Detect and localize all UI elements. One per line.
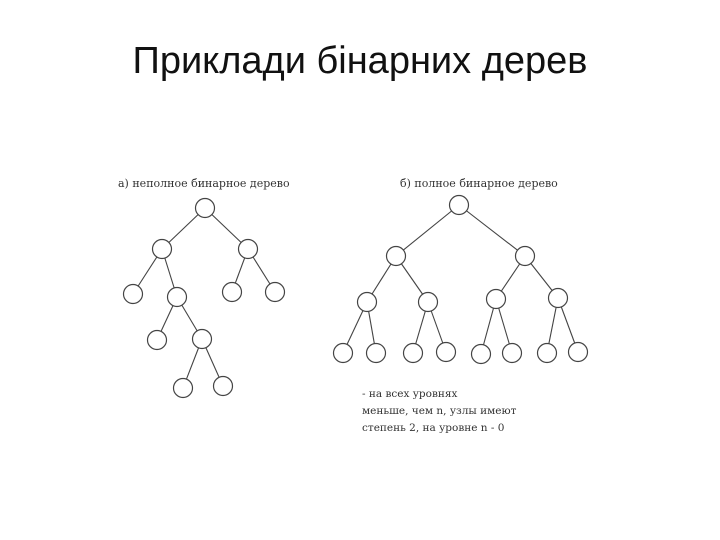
tree-node bbox=[356, 291, 378, 313]
tree-node bbox=[435, 341, 457, 363]
tree-node bbox=[385, 245, 407, 267]
tree-node bbox=[567, 341, 589, 363]
tree-edge bbox=[458, 204, 526, 257]
tree-node bbox=[536, 342, 558, 364]
tree-b-note-line-1: - на всех уровнях bbox=[362, 388, 458, 400]
tree-b bbox=[332, 194, 589, 365]
tree-node bbox=[365, 342, 387, 364]
tree-node bbox=[237, 238, 259, 260]
tree-node bbox=[485, 288, 507, 310]
tree-node bbox=[191, 328, 213, 350]
tree-a bbox=[122, 197, 286, 399]
tree-node bbox=[166, 286, 188, 308]
tree-node bbox=[146, 329, 168, 351]
tree-b-note-line-2: меньше, чем n, узлы имеют bbox=[362, 405, 517, 417]
tree-edge bbox=[395, 204, 460, 257]
tree-node bbox=[332, 342, 354, 364]
tree-a-caption: а) неполное бинарное дерево bbox=[118, 177, 290, 190]
tree-node bbox=[501, 342, 523, 364]
tree-node bbox=[264, 281, 286, 303]
tree-node bbox=[402, 342, 424, 364]
tree-node bbox=[212, 375, 234, 397]
tree-node bbox=[172, 377, 194, 399]
tree-node bbox=[122, 283, 144, 305]
tree-node bbox=[194, 197, 216, 219]
tree-node bbox=[151, 238, 173, 260]
tree-node bbox=[417, 291, 439, 313]
tree-node bbox=[514, 245, 536, 267]
tree-node bbox=[547, 287, 569, 309]
tree-node bbox=[448, 194, 470, 216]
slide-title: Приклади бінарних дерев bbox=[132, 40, 588, 82]
tree-b-note-line-3: степень 2, на уровне n - 0 bbox=[362, 422, 505, 434]
tree-node bbox=[470, 343, 492, 365]
tree-node bbox=[221, 281, 243, 303]
tree-b-caption: б) полное бинарное дерево bbox=[400, 177, 558, 190]
